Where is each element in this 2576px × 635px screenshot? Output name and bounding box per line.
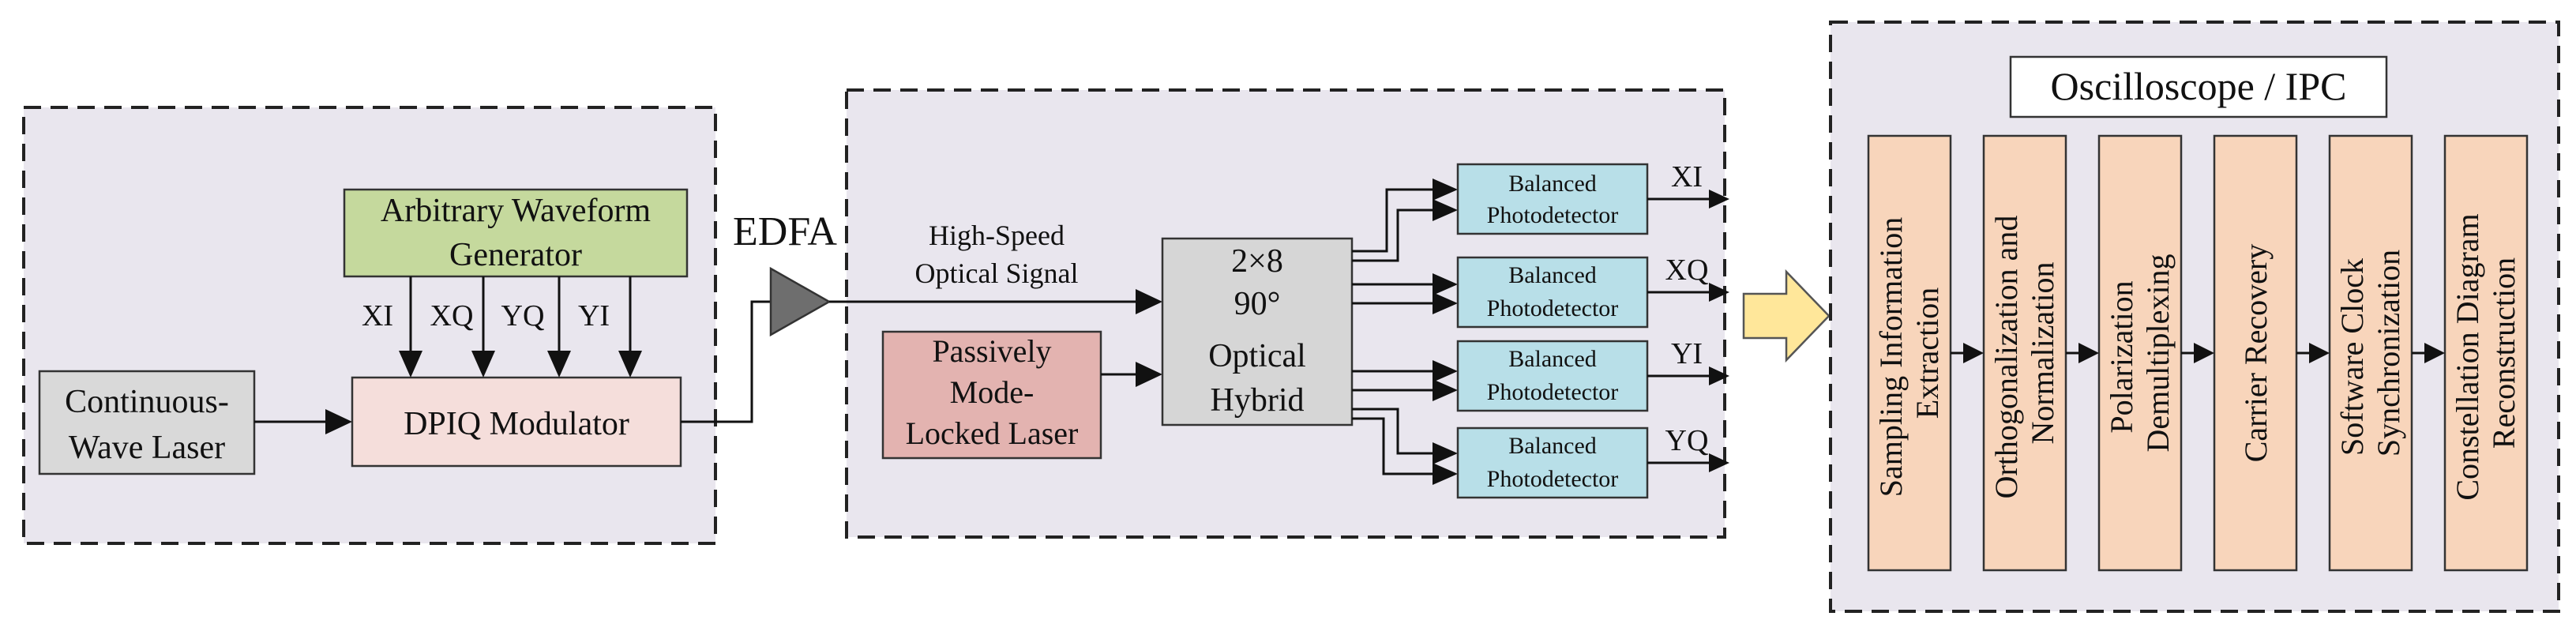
photodetector-3-line1: Balanced	[1508, 346, 1597, 372]
dsp-step-arrows	[1951, 343, 2445, 363]
edfa-label: EDFA	[733, 209, 837, 254]
awg-channel-arrows	[399, 276, 642, 378]
mll-to-hybrid-arrowhead	[1136, 362, 1162, 387]
channel-arrowhead-yq	[547, 351, 571, 378]
mll-label-line1: Passively	[932, 333, 1051, 369]
dsp-step-5-label: Software Clock Synchronization	[2334, 250, 2406, 457]
photodetector-2-line2: Photodetector	[1487, 295, 1619, 321]
laser-to-modulator-arrowhead	[325, 409, 352, 434]
signal-label-line2: Optical Signal	[915, 257, 1079, 289]
flow-arrow-icon	[1742, 269, 1831, 363]
modulator-to-edfa-line	[681, 300, 771, 423]
awg-label-line1: Arbitrary Waveform	[381, 193, 652, 229]
photodetector-1-output-label: XI	[1671, 160, 1703, 194]
feed-pd1-b-arrowhead	[1433, 199, 1458, 221]
channel-label-xi: XI	[362, 299, 393, 333]
channel-label-xq: XQ	[430, 299, 474, 333]
photodetector-1-line2: Photodetector	[1487, 202, 1619, 228]
receiver-panel: High-Speed Optical Signal Passively Mode…	[829, 88, 1729, 539]
feed-pd2-a-arrowhead	[1433, 273, 1458, 295]
feed-pd3-b-arrowhead	[1433, 379, 1458, 401]
feed-pd3-a-arrowhead	[1433, 360, 1458, 382]
dsp-step-1: Sampling Information Extraction	[1867, 134, 1952, 572]
signal-label-line1: High-Speed	[929, 220, 1065, 251]
cw-laser-label-line2: Wave Laser	[69, 430, 225, 466]
feed-pd4-b-arrowhead	[1433, 463, 1458, 485]
photodetector-4-line2: Photodetector	[1487, 466, 1619, 492]
feed-pd2-b-arrowhead	[1433, 292, 1458, 314]
feed-pd4-b	[1352, 417, 1434, 475]
photodetector-4-output-arrowhead	[1709, 453, 1729, 472]
dsp-arrowhead-3	[2194, 343, 2214, 363]
hybrid-label-line1: 2×8	[1231, 243, 1283, 280]
hybrid-label-line2: 90°	[1234, 286, 1281, 322]
dsp-step-1-label: Sampling Information Extraction	[1873, 209, 1945, 497]
dsp-step-6-label: Constellation Diagram Reconstruction	[2450, 205, 2522, 500]
channel-arrowhead-xi	[399, 351, 422, 378]
photodetector-2-output-label: XQ	[1665, 254, 1709, 287]
photodetector-1-line1: Balanced	[1508, 171, 1597, 197]
photodetector-3-line2: Photodetector	[1487, 379, 1619, 405]
feed-pd1-b	[1352, 209, 1434, 262]
oscilloscope-title-box	[2009, 55, 2388, 118]
dsp-arrowhead-5	[2424, 343, 2445, 363]
photodetector-2-output-arrowhead	[1709, 283, 1729, 302]
dsp-step-3-label: Polarization Demultiplexing	[2104, 254, 2176, 452]
awg-label-line2: Generator	[449, 237, 582, 273]
photodetector-3-output-arrowhead	[1709, 366, 1729, 385]
edfa-amplifier: EDFA	[681, 209, 837, 423]
dsp-step-6: Constellation Diagram Reconstruction	[2443, 134, 2529, 572]
dpiq-modulator-box: DPIQ Modulator	[351, 376, 682, 468]
hybrid-label-line4: Hybrid	[1211, 382, 1305, 419]
feed-pd4-a	[1352, 408, 1434, 455]
photodetector-2-line1: Balanced	[1508, 262, 1597, 288]
mode-locked-laser-box: Passively Mode- Locked Laser	[881, 330, 1102, 460]
dsp-arrowhead-2	[2078, 343, 2099, 363]
optical-hybrid-box: 2×8 90° Optical Hybrid	[1161, 237, 1354, 426]
mll-label-line2: Mode-	[950, 374, 1035, 410]
dpiq-modulator-label: DPIQ Modulator	[404, 406, 629, 442]
transmitter-panel: Arbitrary Waveform Generator Continuous-…	[22, 106, 717, 545]
feed-pd1-a-arrowhead	[1433, 178, 1458, 201]
channel-label-yi: YI	[578, 299, 610, 333]
channel-arrowhead-yi	[618, 351, 642, 378]
hybrid-output-feeds	[1352, 178, 1458, 485]
feed-pd1-a	[1352, 188, 1434, 253]
photodetector-1: Balanced Photodetector XI	[1456, 160, 1729, 235]
processing-panel: Oscilloscope / IPC Sampling Information …	[1829, 21, 2560, 613]
edfa-to-hybrid-arrowhead	[1136, 289, 1162, 314]
dsp-step-4-label: Carrier Recovery	[2238, 244, 2274, 463]
channel-label-yq: YQ	[501, 299, 545, 333]
dsp-arrowhead-4	[2309, 343, 2330, 363]
edfa-triangle-icon	[769, 266, 832, 337]
hybrid-label-line3: Optical	[1208, 338, 1306, 374]
dsp-step-5: Software Clock Synchronization	[2328, 134, 2413, 572]
awg-box: Arbitrary Waveform Generator	[343, 188, 689, 278]
oscilloscope-title: Oscilloscope / IPC	[2051, 64, 2347, 108]
photodetector-3-output-label: YI	[1671, 337, 1703, 370]
feed-pd4-a-arrowhead	[1433, 442, 1458, 464]
dsp-step-4: Carrier Recovery	[2213, 134, 2298, 572]
photodetector-4-output-label: YQ	[1665, 424, 1709, 457]
dsp-step-2: Orthogonalization and Normalization	[1982, 134, 2067, 572]
dsp-step-2-label: Orthogonalization and Normalization	[1988, 208, 2060, 499]
photodetector-2: Balanced Photodetector XQ	[1456, 254, 1729, 329]
photodetector-3: Balanced Photodetector YI	[1456, 337, 1729, 412]
photodetector-4-line1: Balanced	[1508, 433, 1597, 459]
dsp-arrowhead-1	[1963, 343, 1984, 363]
cw-laser-box: Continuous- Wave Laser	[38, 370, 256, 475]
photodetector-4: Balanced Photodetector YQ	[1456, 424, 1729, 499]
channel-arrowhead-xq	[471, 351, 495, 378]
dsp-step-3: Polarization Demultiplexing	[2097, 134, 2183, 572]
photodetector-1-output-arrowhead	[1709, 190, 1729, 209]
cw-laser-label-line1: Continuous-	[65, 384, 229, 420]
mll-label-line3: Locked Laser	[906, 415, 1079, 451]
